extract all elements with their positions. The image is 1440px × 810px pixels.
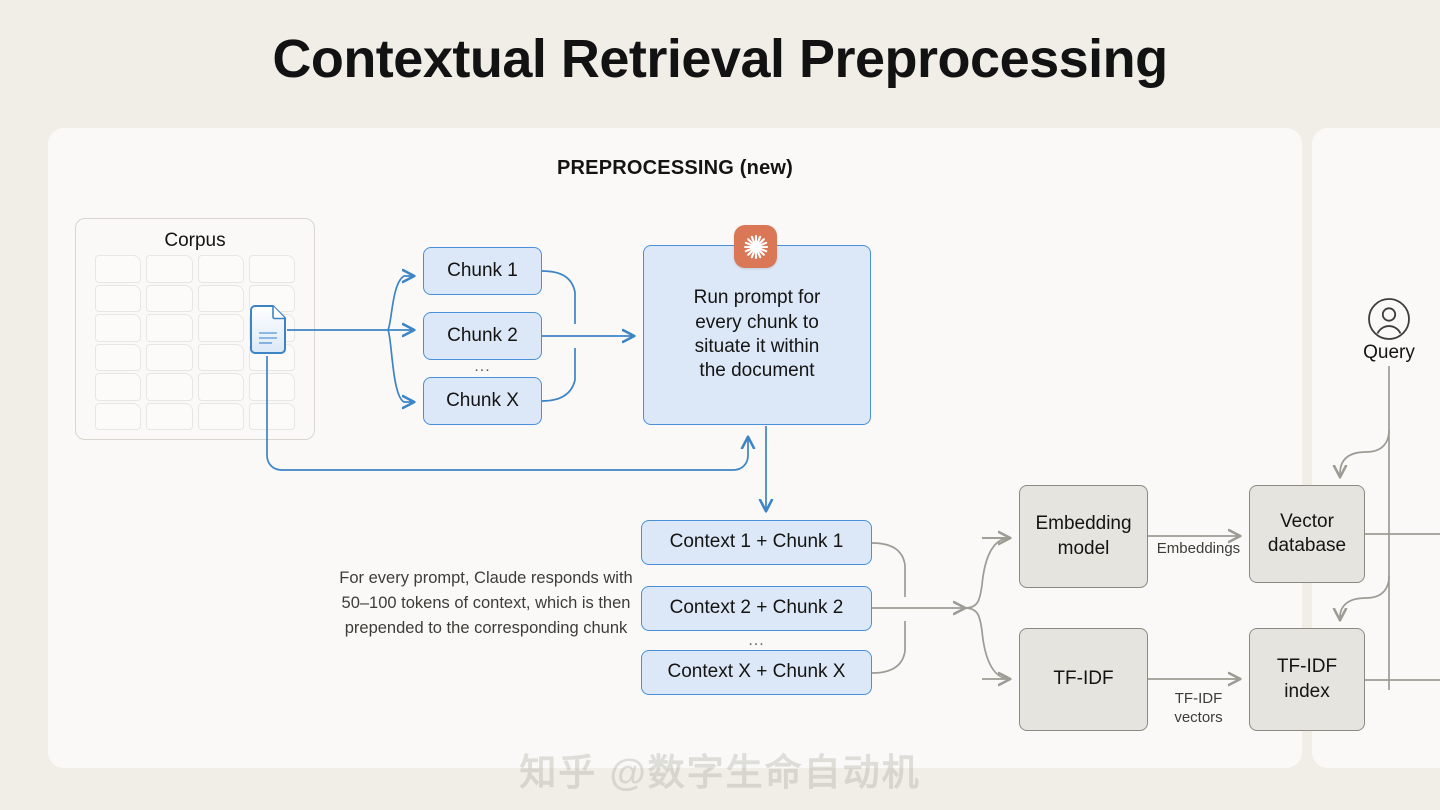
corpus-document-ghost — [95, 402, 142, 430]
corpus-document-ghost — [197, 255, 244, 283]
corpus-document-ghost — [197, 284, 244, 312]
chunk-ellipsis: ... — [474, 358, 491, 375]
corpus-document-ghost — [146, 373, 193, 401]
chunk-box-x[interactable]: Chunk X — [423, 377, 542, 425]
user-avatar-icon — [1367, 297, 1411, 341]
tfidf-index-label: TF-IDF index — [1276, 656, 1338, 702]
chunk-label: Chunk 1 — [447, 259, 518, 281]
embedding-model-label: Embedding model — [1035, 513, 1132, 559]
tfidf-label: TF-IDF — [1053, 668, 1114, 690]
document-icon[interactable] — [248, 305, 287, 354]
vector-database-label: Vector database — [1267, 510, 1347, 556]
corpus-document-ghost — [95, 373, 142, 401]
corpus-document-ghost — [248, 402, 295, 430]
context-chunk-label: Context X + Chunk X — [667, 661, 846, 683]
context-chunk-box-x[interactable]: Context X + Chunk X — [641, 650, 872, 695]
context-chunk-label: Context 1 + Chunk 1 — [669, 531, 844, 553]
chunk-label: Chunk X — [446, 389, 519, 411]
corpus-label: Corpus — [164, 230, 226, 251]
tfidf-index-box[interactable]: TF-IDF index — [1249, 628, 1365, 731]
corpus-document-ghost — [197, 314, 244, 342]
chunk-label: Chunk 2 — [447, 324, 518, 346]
corpus-document-ghost — [248, 255, 295, 283]
vector-database-box[interactable]: Vector database — [1249, 485, 1365, 583]
embedding-model-box[interactable]: Embedding model — [1019, 485, 1148, 588]
corpus-document-ghost — [146, 402, 193, 430]
context-chunk-label: Context 2 + Chunk 2 — [669, 597, 844, 619]
corpus-document-ghost — [248, 373, 295, 401]
tfidf-box[interactable]: TF-IDF — [1019, 628, 1148, 731]
corpus-document-ghost — [197, 373, 244, 401]
corpus-document-ghost — [146, 255, 193, 283]
corpus-document-ghost — [197, 402, 244, 430]
edge-label-tfidf-vectors: TF-IDF vectors — [1174, 690, 1223, 726]
corpus-document-ghost — [146, 343, 193, 371]
chunk-box-2[interactable]: Chunk 2 — [423, 312, 542, 360]
edge-label-embeddings: Embeddings — [1156, 540, 1241, 557]
claude-burst-icon — [734, 225, 777, 268]
chunk-box-1[interactable]: Chunk 1 — [423, 247, 542, 295]
corpus-document-ghost — [95, 284, 142, 312]
corpus-document-ghost — [95, 343, 142, 371]
run-prompt-box[interactable]: Run prompt for every chunk to situate it… — [643, 245, 871, 425]
watermark: 知乎 @数字生命自动机 — [519, 752, 921, 793]
corpus-document-ghost — [95, 314, 142, 342]
caption-text: For every prompt, Claude responds with 5… — [339, 569, 633, 638]
context-chunk-box-2[interactable]: Context 2 + Chunk 2 — [641, 586, 872, 631]
run-prompt-text: Run prompt for every chunk to situate it… — [693, 287, 821, 382]
corpus-document-ghost — [146, 284, 193, 312]
corpus-document-ghost — [146, 314, 193, 342]
query-label: Query — [1363, 342, 1415, 363]
corpus-document-grid — [95, 255, 295, 430]
corpus-document-ghost — [95, 255, 142, 283]
context-chunk-box-1[interactable]: Context 1 + Chunk 1 — [641, 520, 872, 565]
corpus-container — [75, 218, 315, 440]
section-heading: PREPROCESSING (new) — [556, 157, 794, 179]
context-ellipsis: ... — [748, 632, 765, 649]
corpus-document-ghost — [197, 343, 244, 371]
page-title: Contextual Retrieval Preprocessing — [272, 29, 1168, 89]
